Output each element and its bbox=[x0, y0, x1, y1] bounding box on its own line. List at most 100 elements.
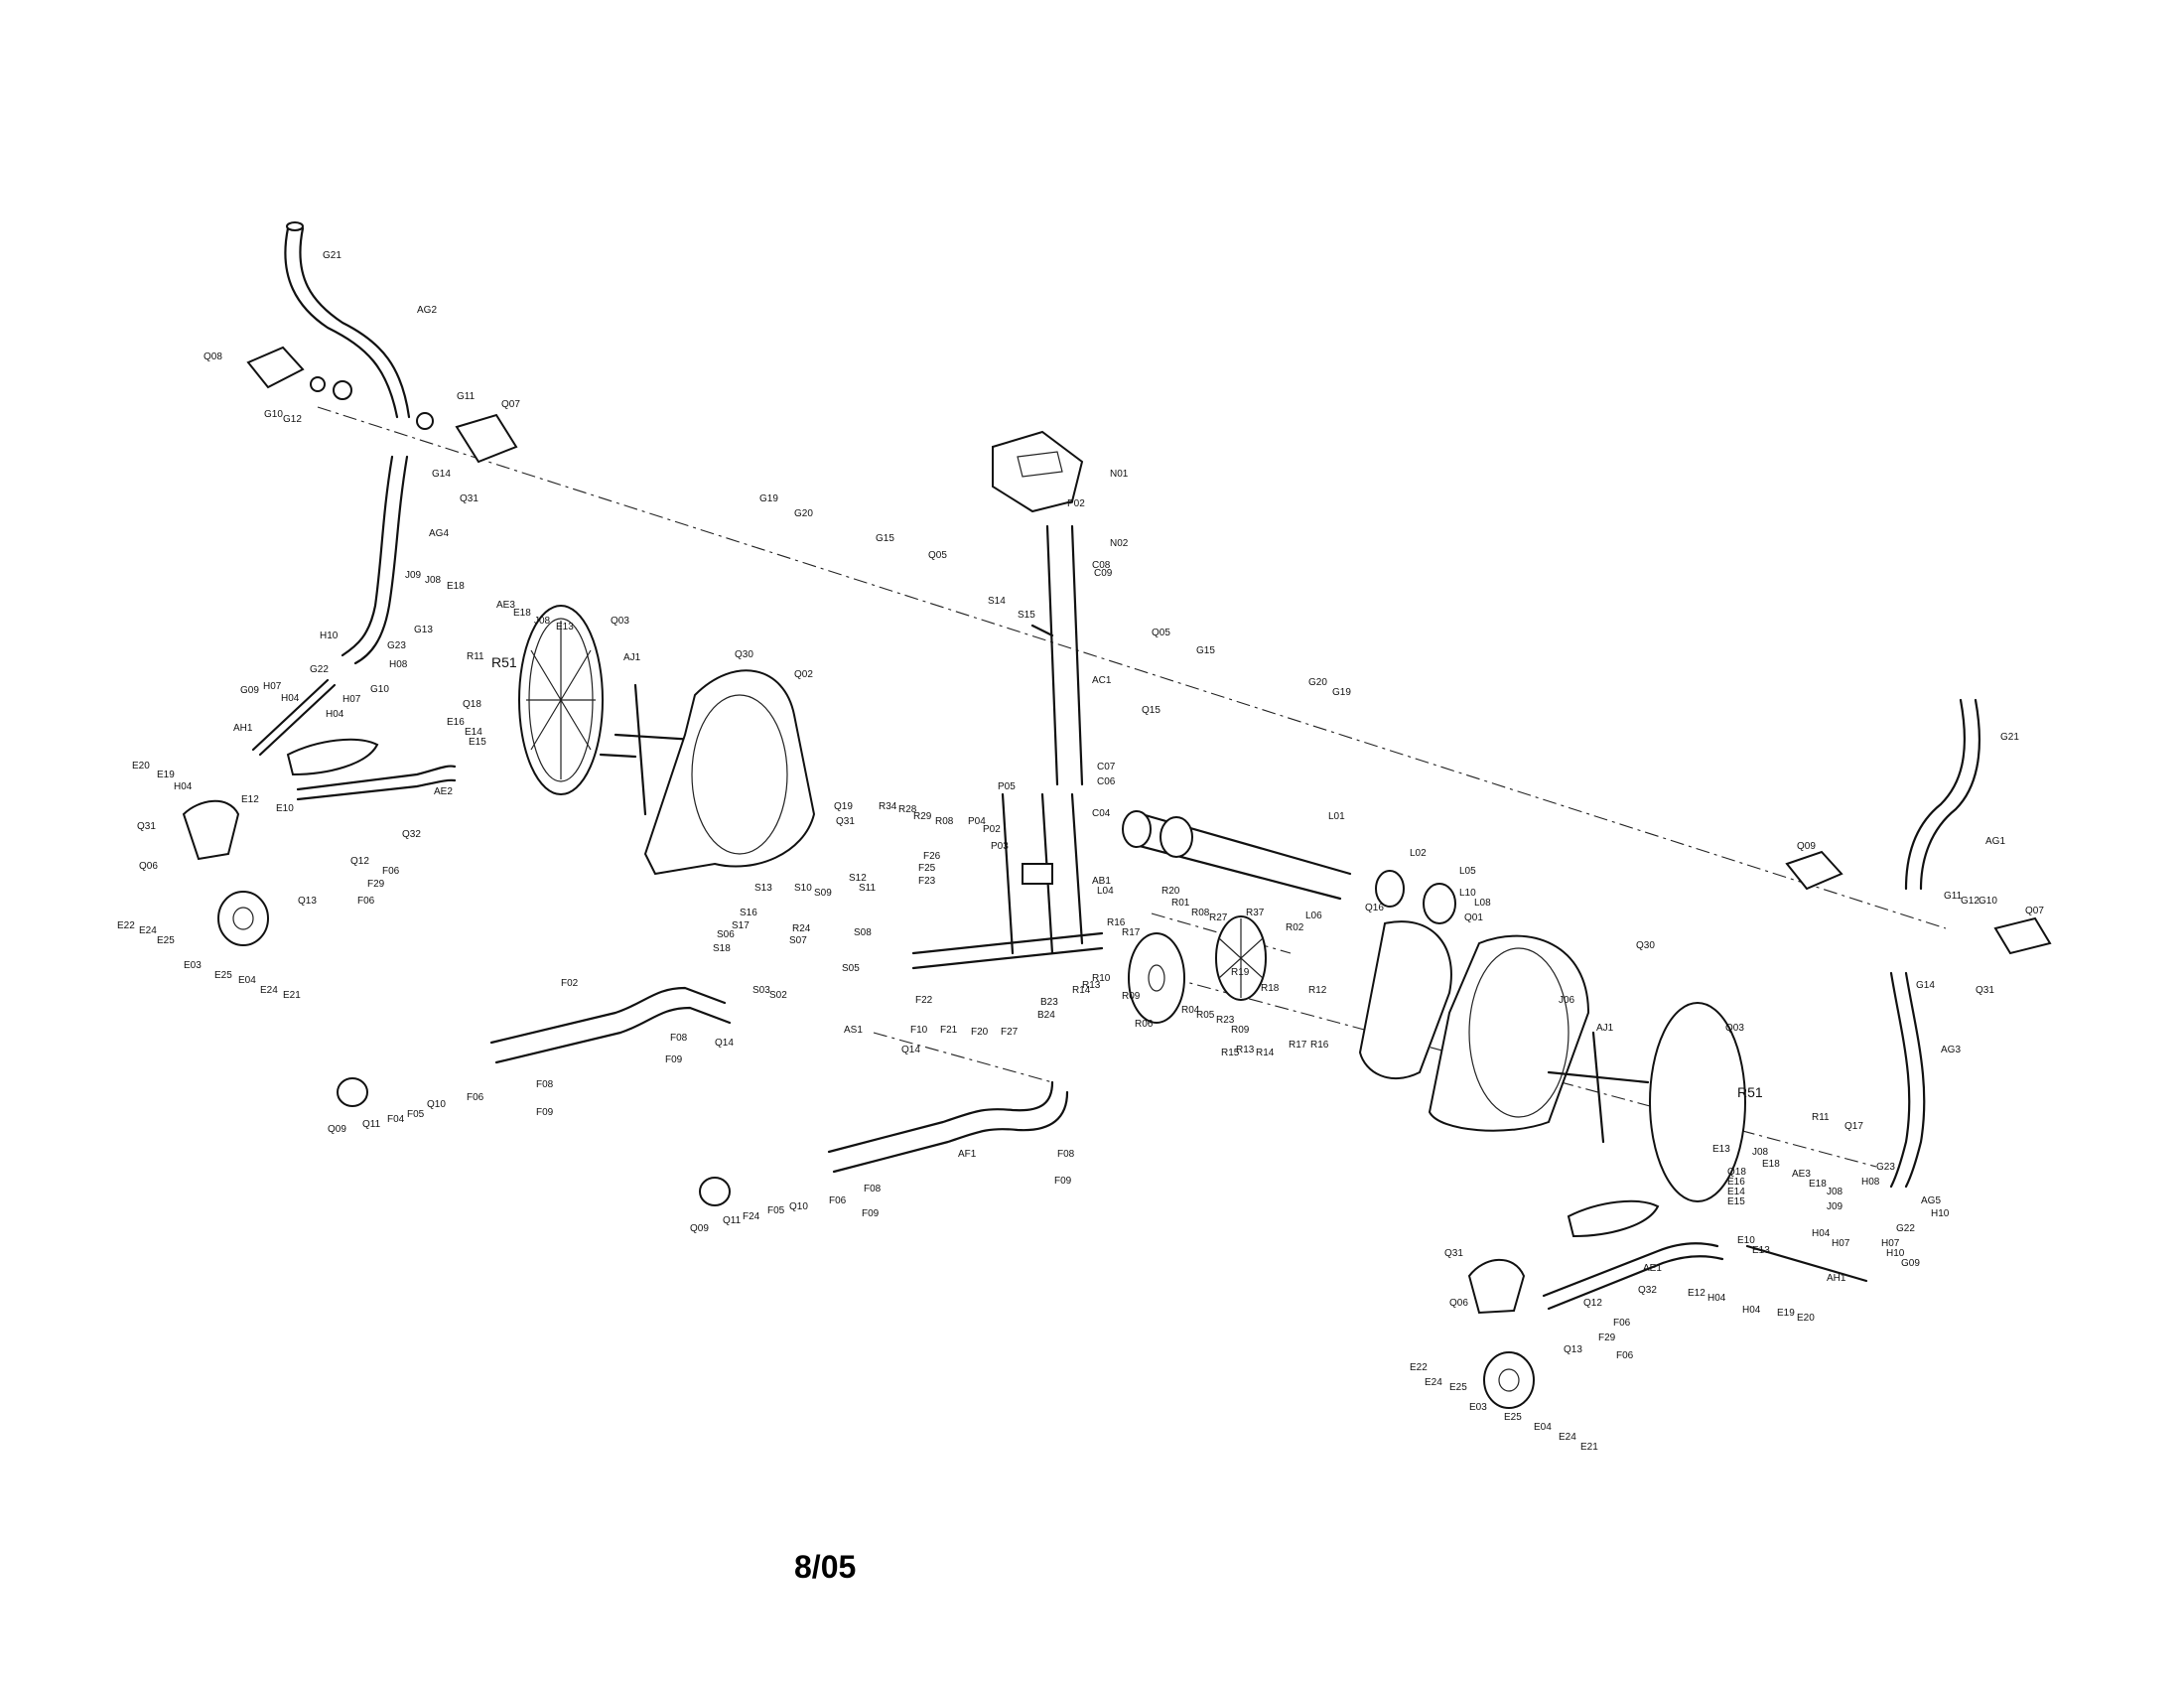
part-label: L10 bbox=[1459, 888, 1476, 899]
part-label: H08 bbox=[1861, 1177, 1880, 1188]
part-label: Q03 bbox=[1725, 1023, 1744, 1034]
part-label: E24 bbox=[139, 925, 157, 936]
part-label: J08 bbox=[425, 575, 442, 586]
part-label: F09 bbox=[665, 1054, 683, 1065]
part-label: E13 bbox=[556, 622, 574, 632]
stabilizer-af1 bbox=[699, 1080, 1069, 1206]
part-label: AE2 bbox=[434, 786, 453, 797]
part-label: Q31 bbox=[460, 493, 478, 504]
part-label: H08 bbox=[389, 659, 408, 670]
part-label: B24 bbox=[1037, 1010, 1055, 1021]
part-label: C09 bbox=[1094, 568, 1113, 579]
part-label: S13 bbox=[754, 883, 772, 894]
part-label: E21 bbox=[283, 990, 301, 1001]
part-label: R05 bbox=[1196, 1010, 1215, 1021]
shroud-right bbox=[1358, 920, 1590, 1132]
part-label: Q06 bbox=[139, 861, 158, 872]
part-label: E18 bbox=[1809, 1179, 1827, 1190]
part-label: Q01 bbox=[1464, 912, 1483, 923]
part-label: E19 bbox=[157, 770, 175, 780]
part-label: F06 bbox=[1616, 1350, 1634, 1361]
wheel-e03-right bbox=[1483, 1351, 1535, 1409]
part-label: Q09 bbox=[328, 1124, 346, 1135]
part-label: G11 bbox=[1944, 891, 1963, 902]
handlebar-left-upper bbox=[284, 221, 411, 419]
part-label: H04 bbox=[1812, 1228, 1831, 1239]
part-label: G23 bbox=[1876, 1162, 1895, 1173]
part-label: R16 bbox=[1310, 1040, 1329, 1051]
part-label: Q18 bbox=[1727, 1167, 1746, 1178]
part-label: AG2 bbox=[417, 305, 437, 316]
part-label: F06 bbox=[382, 866, 400, 877]
part-label: G19 bbox=[759, 493, 778, 504]
part-label: F23 bbox=[918, 876, 936, 887]
part-label: R14 bbox=[1256, 1048, 1275, 1058]
part-label: F10 bbox=[910, 1025, 928, 1036]
part-label: G14 bbox=[432, 469, 451, 480]
part-label: R09 bbox=[1122, 991, 1141, 1002]
part-label: S05 bbox=[842, 963, 860, 974]
part-label: AG4 bbox=[429, 528, 449, 539]
part-label: AG1 bbox=[1985, 836, 2005, 847]
part-label: H07 bbox=[1881, 1238, 1900, 1249]
part-label: N01 bbox=[1110, 469, 1129, 480]
part-label: R13 bbox=[1082, 980, 1101, 991]
handle-cap-q08 bbox=[246, 346, 352, 400]
flywheel-right bbox=[1649, 1002, 1746, 1202]
part-label: R24 bbox=[792, 923, 811, 934]
part-label: E13 bbox=[1712, 1144, 1730, 1155]
part-label: Q09 bbox=[690, 1223, 709, 1234]
part-label: H10 bbox=[1886, 1248, 1905, 1259]
part-label: F25 bbox=[918, 863, 936, 874]
pedal-arm-right bbox=[1467, 1199, 1868, 1315]
part-label: Q14 bbox=[901, 1045, 920, 1055]
part-label: G22 bbox=[1896, 1223, 1915, 1234]
part-label: J09 bbox=[405, 570, 422, 581]
shroud-left bbox=[643, 669, 816, 876]
part-label: AE3 bbox=[1792, 1169, 1811, 1180]
part-label: Q30 bbox=[735, 649, 753, 660]
part-label: Q31 bbox=[1976, 985, 1994, 996]
part-label: E25 bbox=[157, 935, 175, 946]
part-label: E25 bbox=[1449, 1382, 1467, 1393]
handlebar-right-upper bbox=[1904, 698, 1981, 891]
part-label: P03 bbox=[991, 841, 1009, 852]
part-label: F08 bbox=[1057, 1149, 1075, 1160]
part-label: Q14 bbox=[715, 1038, 734, 1049]
part-label: G09 bbox=[240, 685, 259, 696]
part-label: B23 bbox=[1040, 997, 1058, 1008]
part-label: G21 bbox=[323, 250, 341, 261]
flywheel-left bbox=[518, 605, 604, 795]
part-label: R13 bbox=[1236, 1045, 1255, 1055]
part-label: N02 bbox=[1110, 538, 1129, 549]
part-label: R12 bbox=[1308, 985, 1327, 996]
part-label: Q05 bbox=[928, 550, 947, 561]
part-label: R02 bbox=[1286, 922, 1304, 933]
part-label: E18 bbox=[447, 581, 465, 592]
part-label: E15 bbox=[1727, 1196, 1745, 1207]
part-label: Q31 bbox=[137, 821, 156, 832]
part-label: L08 bbox=[1474, 898, 1491, 909]
part-label: J08 bbox=[1827, 1187, 1843, 1197]
part-label: E03 bbox=[184, 960, 202, 971]
part-label: Q11 bbox=[723, 1215, 742, 1226]
part-label: AS1 bbox=[844, 1025, 863, 1036]
part-label: G20 bbox=[1308, 677, 1327, 688]
part-label: G21 bbox=[2000, 732, 2019, 743]
part-label: R37 bbox=[1246, 908, 1265, 918]
part-label: E25 bbox=[1504, 1412, 1522, 1423]
part-label: Q08 bbox=[204, 351, 222, 362]
bracket-aj1-right bbox=[1547, 1031, 1650, 1144]
part-label: R08 bbox=[1191, 908, 1210, 918]
part-label: R17 bbox=[1122, 927, 1141, 938]
roller-l01 bbox=[1122, 810, 1456, 924]
part-label: F20 bbox=[971, 1027, 989, 1038]
part-label: H04 bbox=[326, 709, 344, 720]
part-label: Q19 bbox=[834, 801, 853, 812]
arm-right-lower bbox=[1889, 971, 1926, 1189]
part-label: AB1 bbox=[1092, 876, 1111, 887]
part-label: P02 bbox=[1067, 498, 1085, 509]
part-callouts: G21 AG2 Q08 G10 G12 G11 Q07 G14 Q31 AG4 … bbox=[117, 250, 2044, 1453]
part-label: R28 bbox=[898, 804, 917, 815]
